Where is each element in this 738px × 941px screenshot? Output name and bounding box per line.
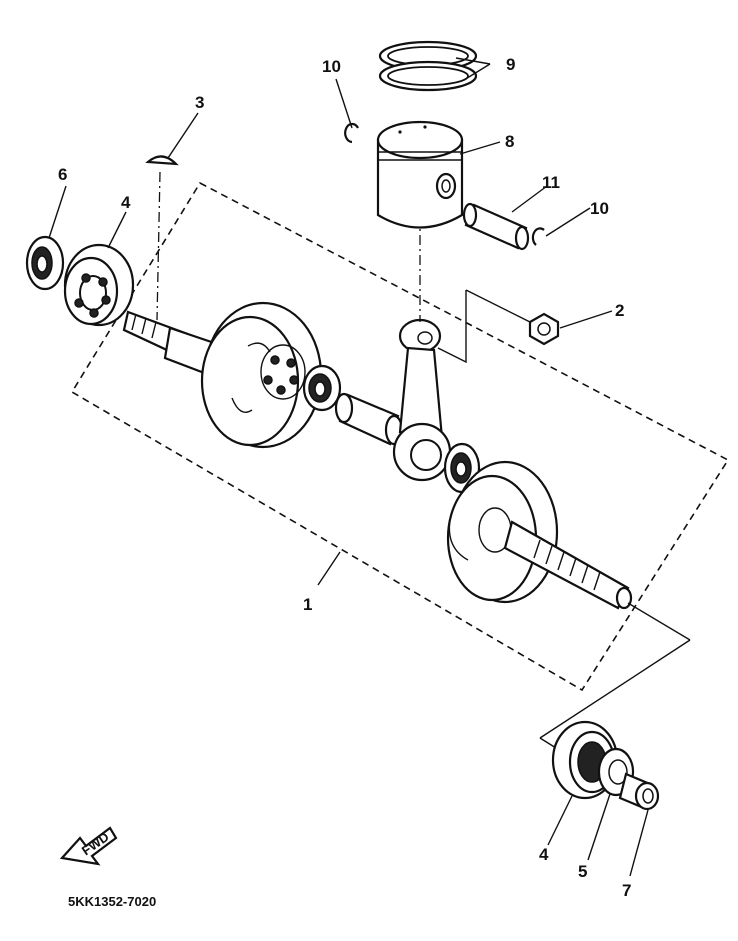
piston bbox=[376, 120, 464, 229]
nut bbox=[528, 312, 560, 346]
callout-4-right: 4 bbox=[539, 845, 549, 864]
callout-7: 7 bbox=[622, 881, 631, 900]
callout-6: 6 bbox=[58, 165, 67, 184]
callout-4-left: 4 bbox=[121, 193, 131, 212]
fwd-arrow-icon: FWD bbox=[59, 826, 118, 866]
callout-1: 1 bbox=[303, 595, 312, 614]
callout-10-right: 10 bbox=[590, 199, 609, 218]
callout-5: 5 bbox=[578, 862, 587, 881]
callout-3: 3 bbox=[195, 93, 204, 112]
piston-pin bbox=[462, 202, 530, 251]
callout-11: 11 bbox=[542, 173, 560, 192]
connecting-rod bbox=[392, 318, 452, 482]
crank-half-right bbox=[446, 460, 633, 610]
callout-9: 9 bbox=[506, 55, 515, 74]
callout-10-top: 10 bbox=[322, 57, 341, 76]
leader-lines bbox=[48, 57, 649, 877]
callout-2: 2 bbox=[615, 301, 624, 320]
circlip-right bbox=[531, 227, 545, 246]
diagram-code: 5KK1352-7020 bbox=[68, 894, 156, 909]
piston-rings bbox=[378, 40, 478, 92]
bearing-left bbox=[63, 243, 135, 327]
woodruff-key bbox=[145, 155, 179, 321]
collar bbox=[618, 772, 660, 811]
circlip-top bbox=[344, 122, 359, 144]
needle-bearing bbox=[302, 364, 342, 412]
oil-seal-left bbox=[25, 235, 65, 291]
assembly-outline bbox=[70, 181, 730, 692]
crank-pin bbox=[334, 392, 404, 446]
crank-half-left bbox=[122, 301, 323, 449]
axis-line-nut bbox=[437, 290, 467, 364]
callout-8: 8 bbox=[505, 132, 514, 151]
